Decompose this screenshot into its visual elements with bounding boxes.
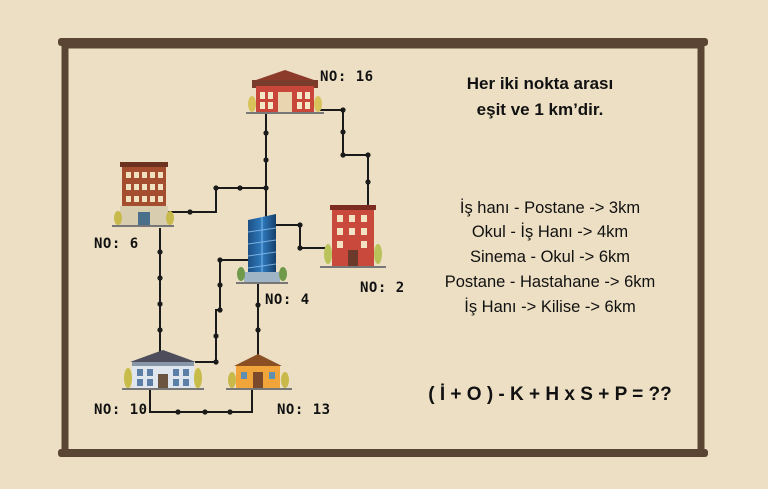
- clue-line: Postane - Hastahane -> 6km: [444, 273, 656, 291]
- building-label-no4: NO: 4: [265, 292, 310, 308]
- building-label-no2: NO: 2: [360, 280, 405, 296]
- building-label-no13: NO: 13: [277, 402, 331, 418]
- building-label-no10: NO: 10: [94, 402, 148, 418]
- red-brick-townhall-icon: [246, 70, 324, 114]
- clue-line: Okul - İş Hanı -> 4km: [471, 223, 629, 241]
- blue-mansion-icon: [122, 350, 204, 390]
- building-label-no16: NO: 16: [320, 69, 374, 85]
- glass-tower-icon: [236, 214, 288, 284]
- puzzle-header-line2: eşit ve 1 km’dir.: [476, 100, 604, 119]
- puzzle-equation: ( İ + O ) - K + H x S + P = ??: [428, 384, 672, 405]
- path-nodes: [157, 107, 371, 415]
- building-label-no6: NO: 6: [94, 236, 139, 252]
- clue-line: İş Hanı -> Kilise -> 6km: [464, 298, 636, 316]
- clue-line: İş hanı - Postane -> 3km: [459, 199, 641, 217]
- orange-house-icon: [226, 354, 292, 390]
- puzzle-header-line1: Her iki nokta arası: [466, 74, 614, 93]
- path-4-to-2: [275, 224, 330, 249]
- clue-line: Sinema - Okul -> 6km: [469, 248, 630, 266]
- brown-apartment-icon: [112, 162, 174, 227]
- path-10-to-13: [149, 390, 253, 413]
- red-apartment-icon: [320, 205, 386, 268]
